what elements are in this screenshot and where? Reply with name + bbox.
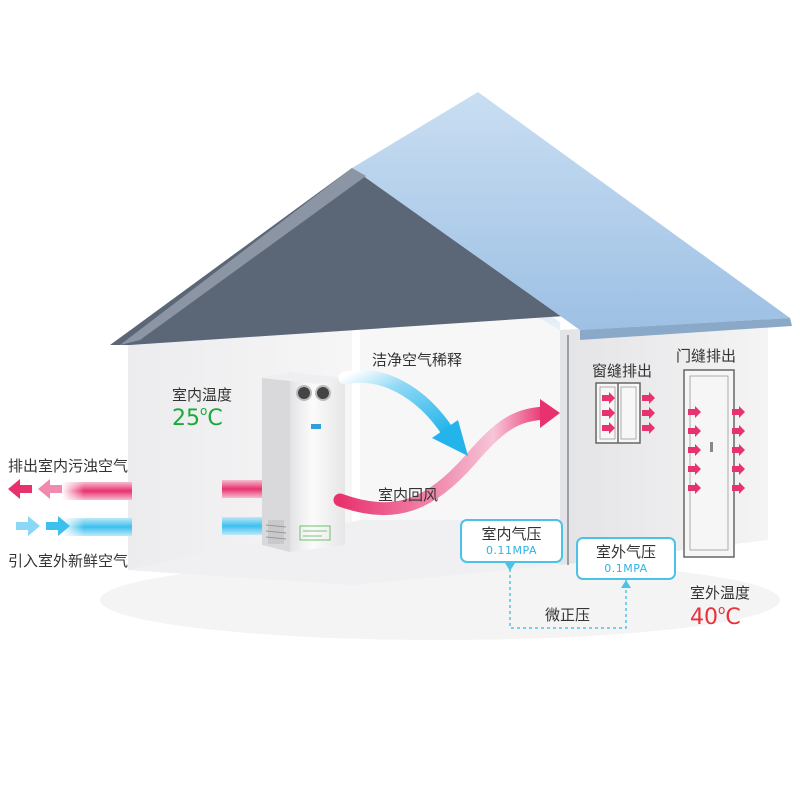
exhaust-arrow-icon <box>8 479 62 499</box>
window-exhaust-arrow-icon <box>602 422 615 434</box>
roof-left-edge <box>110 168 580 345</box>
micro-positive-pressure-label: 微正压 <box>545 606 591 624</box>
return-air-arrowhead <box>540 399 560 428</box>
door-exhaust-arrow-icon <box>688 425 701 437</box>
door <box>683 369 735 558</box>
interior-floor <box>128 520 560 585</box>
door-exhaust-arrow-icon <box>732 463 745 475</box>
fresh-pipe-outside <box>62 518 132 536</box>
outdoor-temp-value: 40oC <box>690 603 741 630</box>
pressure-dashed-link <box>509 563 627 629</box>
exhaust-pipe-outside <box>62 482 132 500</box>
indoor-pressure-label: 室内气压 <box>481 525 542 543</box>
door-exhaust-arrow-icon <box>688 406 701 418</box>
roof-gable-trim <box>120 168 366 345</box>
indoor-pressure-box: 室内气压 0.11MPA <box>460 519 563 563</box>
inner-partition <box>360 262 560 520</box>
window-exhaust-arrow-icon <box>602 392 615 404</box>
clean-air-dilution-arrow <box>338 369 455 439</box>
window-exhaust-arrow-icon <box>642 407 655 419</box>
door-exhaust-arrows <box>688 406 745 494</box>
window-gap-label: 窗缝排出 <box>592 362 653 380</box>
dashed-arrow-up <box>621 580 631 588</box>
door-exhaust-arrow-icon <box>732 406 745 418</box>
outdoor-pressure-value: 0.1MPA <box>604 562 648 575</box>
dilution-arrowhead <box>432 420 468 456</box>
outdoor-pressure-label: 室外气压 <box>595 543 656 561</box>
window-exhaust-arrows <box>602 392 655 434</box>
dashed-arrow-down <box>505 563 515 571</box>
door-exhaust-arrow-icon <box>688 444 701 456</box>
exhaust-dirty-air-label: 排出室内污浊空气 <box>8 457 129 475</box>
indoor-return-air-label: 室内回风 <box>378 486 439 504</box>
door-exhaust-arrow-icon <box>732 482 745 494</box>
window-exhaust-arrow-icon <box>642 392 655 404</box>
door-gap-label: 门缝排出 <box>676 347 737 365</box>
indoor-temp-value: 25oC <box>172 404 223 431</box>
door-exhaust-arrow-icon <box>688 463 701 475</box>
window-exhaust-arrow-icon <box>602 407 615 419</box>
door-exhaust-arrow-icon <box>732 425 745 437</box>
indoor-temp-label: 室内温度 <box>172 386 233 404</box>
fresh-arrow-icon <box>16 516 70 536</box>
indoor-pressure-value: 0.11MPA <box>486 544 537 557</box>
floor-shadow <box>100 560 780 640</box>
outdoor-temp-label: 室外温度 <box>690 584 751 602</box>
outdoor-pressure-box: 室外气压 0.1MPA <box>576 537 676 580</box>
clean-air-dilution-label: 洁净空气稀释 <box>372 351 463 369</box>
roof-surface <box>352 92 790 330</box>
door-exhaust-arrow-icon <box>688 482 701 494</box>
right-wall <box>560 318 768 565</box>
door-exhaust-arrow-icon <box>732 444 745 456</box>
indoor-return-air-arrow <box>333 406 552 516</box>
window-exhaust-arrow-icon <box>642 422 655 434</box>
intake-fresh-air-label: 引入室外新鲜空气 <box>8 552 129 570</box>
fresh-pipe-inside <box>222 517 266 535</box>
fresh-air-unit <box>262 372 345 552</box>
roof-fascia <box>580 318 792 340</box>
exhaust-pipe-inside <box>222 480 266 498</box>
